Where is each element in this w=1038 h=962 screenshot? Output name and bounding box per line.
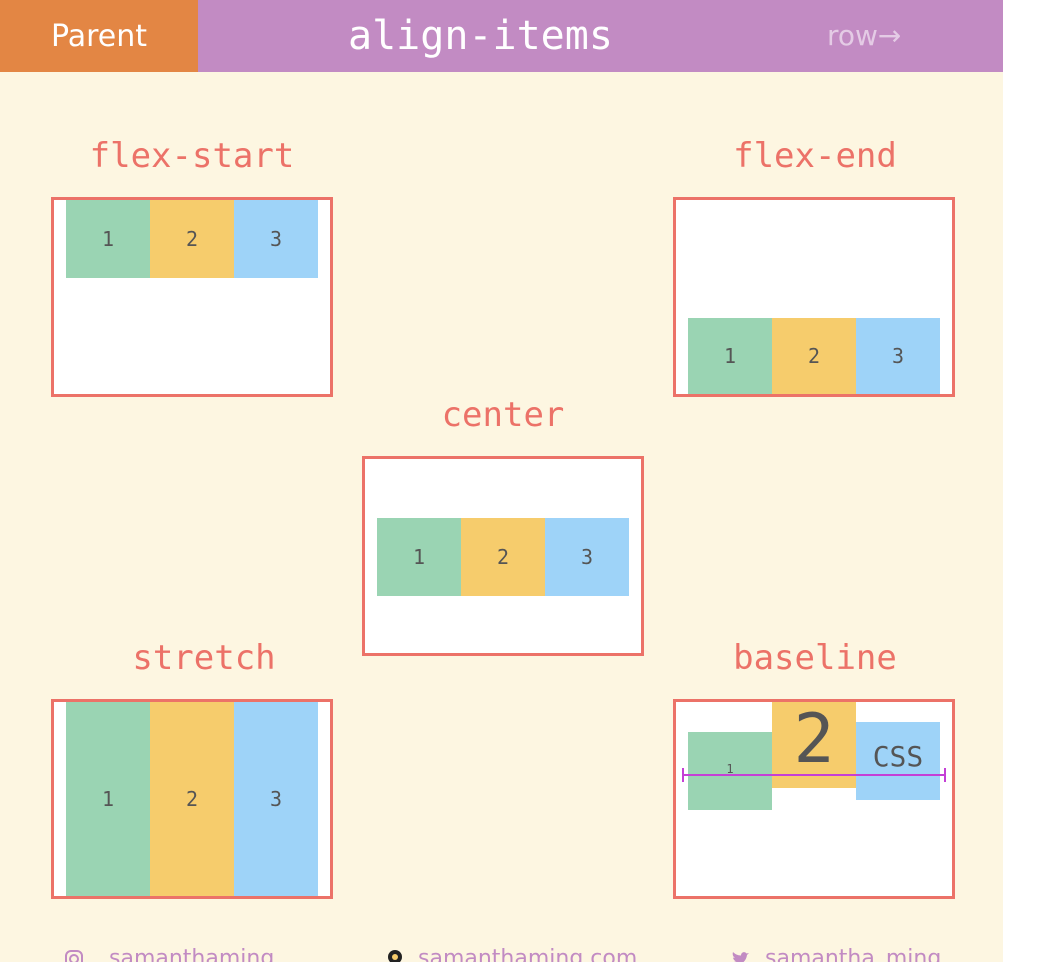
center-container: 1 2 3: [362, 456, 644, 656]
flex-start-label: flex-start: [89, 136, 295, 176]
flex-item-2: 2: [772, 318, 856, 394]
flex-item-1: 1: [66, 702, 150, 896]
baseline-tick-left: [682, 768, 684, 782]
baseline-container: 1 2 CSS: [673, 699, 955, 899]
footer-instagram[interactable]: samanthaming: [64, 946, 274, 962]
footer-twitter-handle: samantha_ming: [765, 946, 942, 962]
flex-item-2: 2: [772, 702, 856, 788]
footer-website-url: samanthaming.com: [418, 946, 638, 962]
direction-label: row→: [827, 19, 902, 52]
instagram-icon: [65, 950, 83, 962]
footer-instagram-handle: samanthaming: [109, 946, 275, 962]
flex-item-3: 3: [856, 318, 940, 394]
title-bar: align-items row→: [198, 0, 1003, 72]
flex-item-3: 3: [234, 200, 318, 278]
flex-item-2: 2: [150, 200, 234, 278]
flex-item-2: 2: [461, 518, 545, 596]
flex-item-1: 1: [688, 318, 772, 394]
twitter-icon: [732, 952, 749, 962]
center-label: center: [441, 395, 565, 435]
baseline-tick-right: [944, 768, 946, 782]
footer: samanthaming samanthaming.com samantha_m…: [0, 946, 1003, 962]
flex-start-container: 1 2 3: [51, 197, 333, 397]
location-pin-icon: [388, 950, 402, 962]
footer-website[interactable]: samanthaming.com: [385, 946, 637, 962]
flex-item-1: 1: [377, 518, 461, 596]
header: Parent align-items row→: [0, 0, 1003, 72]
baseline-guide-line: [682, 774, 946, 776]
flex-item-1: 1: [66, 200, 150, 278]
page-title: align-items: [348, 13, 613, 59]
baseline-label: baseline: [733, 638, 897, 678]
footer-twitter[interactable]: samantha_ming: [730, 946, 941, 962]
flex-item-3: 3: [234, 702, 318, 896]
stretch-container: 1 2 3: [51, 699, 333, 899]
slide-canvas: Parent align-items row→ flex-start 1 2 3…: [0, 0, 1003, 962]
flex-item-1: 1: [688, 732, 772, 810]
flex-end-label: flex-end: [733, 136, 897, 176]
flex-item-3: 3: [545, 518, 629, 596]
flex-item-2: 2: [150, 702, 234, 896]
stretch-label: stretch: [132, 638, 276, 678]
flex-end-container: 1 2 3: [673, 197, 955, 397]
parent-tag: Parent: [0, 0, 198, 72]
flex-item-3: CSS: [856, 722, 940, 800]
